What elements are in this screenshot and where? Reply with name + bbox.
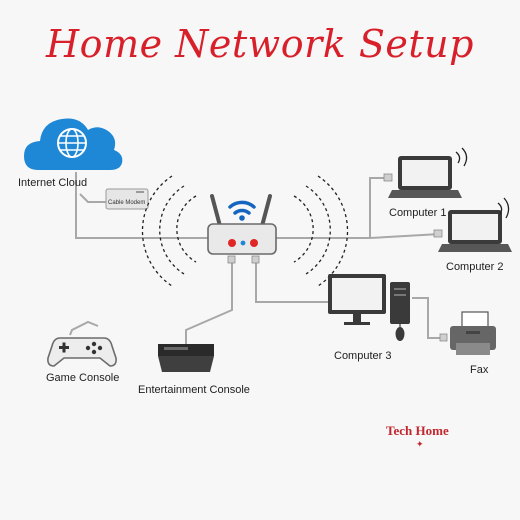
cloud-globe-icon: [24, 118, 123, 170]
wireless-signal-icon: [141, 175, 349, 287]
fax-label: Fax: [470, 364, 489, 376]
internet-cloud-label: Internet Cloud: [18, 177, 88, 189]
game-console-label: Game Console: [46, 372, 120, 384]
brand-star-icon: ✦: [416, 439, 424, 449]
cable-connectors: [227, 173, 448, 342]
wifi-router-icon: [207, 194, 277, 255]
cable-router-to-computer2: [369, 233, 441, 239]
cable-modem-icon: Cable Modem: [105, 188, 149, 210]
cable-cloud-to-router: [75, 172, 214, 239]
laptop-icon-computer2: [438, 197, 512, 252]
cable-router-to-computer3: [255, 258, 330, 303]
media-console-icon: [158, 344, 214, 372]
cable-controller: [69, 320, 99, 336]
cable-router-to-entertainment: [185, 258, 233, 345]
cables: [69, 172, 444, 345]
desktop-computer-icon: [328, 274, 410, 341]
entertainment-console-label: Entertainment Console: [138, 384, 250, 396]
fax-machine-icon: [450, 311, 496, 355]
cable-modem-label: Cable Modem: [108, 200, 145, 206]
computer2-label: Computer 2: [446, 261, 504, 273]
brand-logo: Tech Home: [386, 423, 449, 438]
computer1-label: Computer 1: [389, 207, 447, 219]
game-controller-icon: [47, 337, 117, 367]
page-title: Home Network Setup: [46, 22, 474, 66]
cable-modem-to-cloud: [79, 193, 106, 203]
cable-router-to-computer1: [276, 177, 392, 239]
cable-computer3-to-fax: [412, 297, 444, 339]
computer3-label: Computer 3: [334, 350, 392, 362]
laptop-icon-computer1: [388, 147, 468, 198]
